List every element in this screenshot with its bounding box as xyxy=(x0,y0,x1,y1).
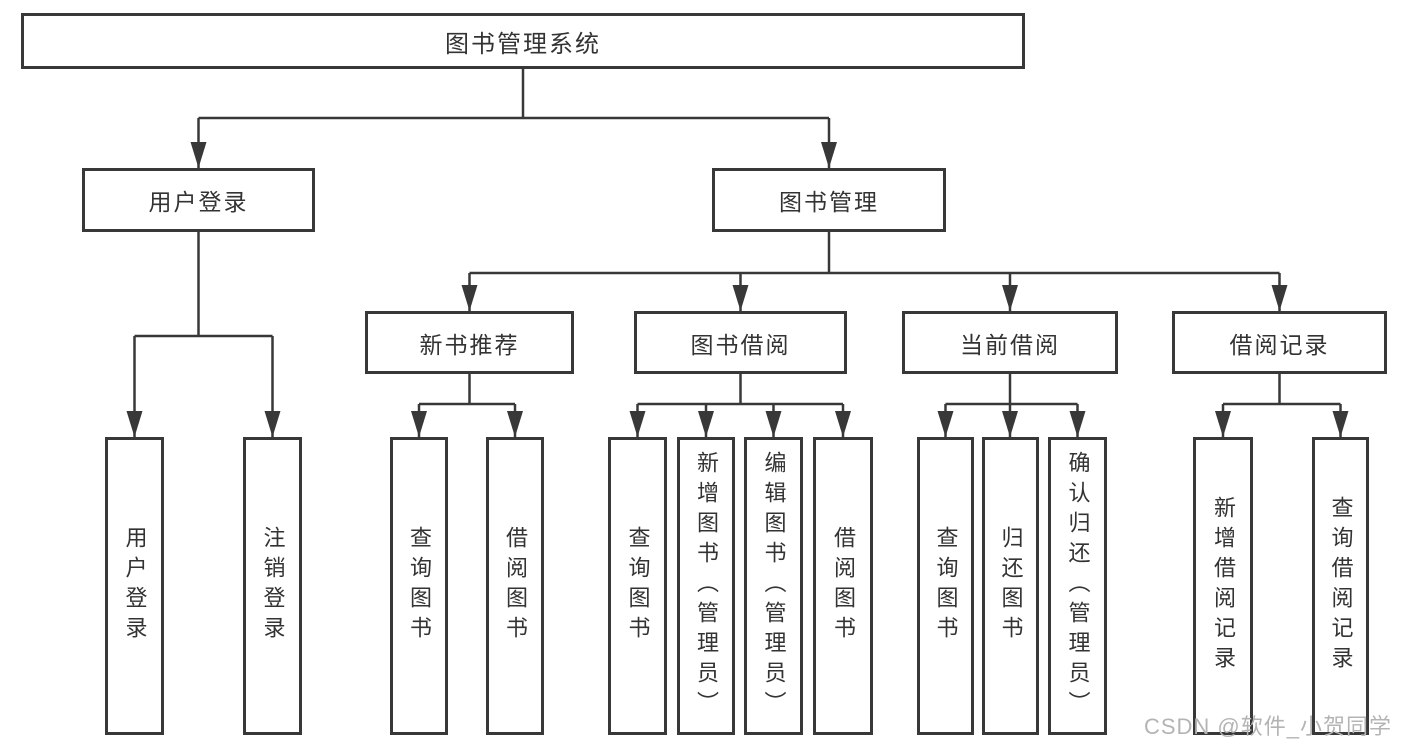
edge-book-management-to-level2 xyxy=(461,232,1288,311)
leaf-query-borrow-record: 查询借阅记录 xyxy=(1312,437,1369,735)
leaf-query-books: 查询图书 xyxy=(390,437,448,735)
edge-current-borrow-to-leaves xyxy=(937,374,1086,437)
node-current-borrow: 当前借阅 xyxy=(902,311,1118,374)
leaf-borrow-books: 借阅图书 xyxy=(486,437,544,735)
node-new-book-recommend: 新书推荐 xyxy=(365,311,574,374)
leaf-return-books: 归还图书 xyxy=(982,437,1039,735)
edge-new-book-recommend-to-leaves xyxy=(411,374,523,437)
node-book-management: 图书管理 xyxy=(712,168,946,232)
edge-root-to-level1 xyxy=(190,69,837,168)
leaf-add-borrow-record: 新增借阅记录 xyxy=(1193,437,1253,735)
leaf-borrow-books: 借阅图书 xyxy=(813,437,873,735)
node-root-system: 图书管理系统 xyxy=(21,13,1025,69)
edge-borrow-records-to-leaves xyxy=(1215,374,1349,437)
leaf-query-books: 查询图书 xyxy=(917,437,974,735)
leaf-edit-books-admin: 编辑图书（管理员） xyxy=(744,437,803,735)
edge-book-borrow-to-leaves xyxy=(629,374,851,437)
leaf-logout: 注销登录 xyxy=(243,437,302,735)
leaf-confirm-return-admin: 确认归还（管理员） xyxy=(1048,437,1107,735)
edge-user-login-to-leaves xyxy=(126,232,281,437)
leaf-query-books: 查询图书 xyxy=(608,437,667,735)
node-user-login: 用户登录 xyxy=(82,168,315,232)
leaf-add-books-admin: 新增图书（管理员） xyxy=(677,437,735,735)
node-borrow-records: 借阅记录 xyxy=(1172,311,1387,374)
node-book-borrow: 图书借阅 xyxy=(634,311,847,374)
csdn-watermark: CSDN @软件_小贺同学 xyxy=(1143,714,1392,739)
leaf-user-login: 用户登录 xyxy=(105,437,164,735)
